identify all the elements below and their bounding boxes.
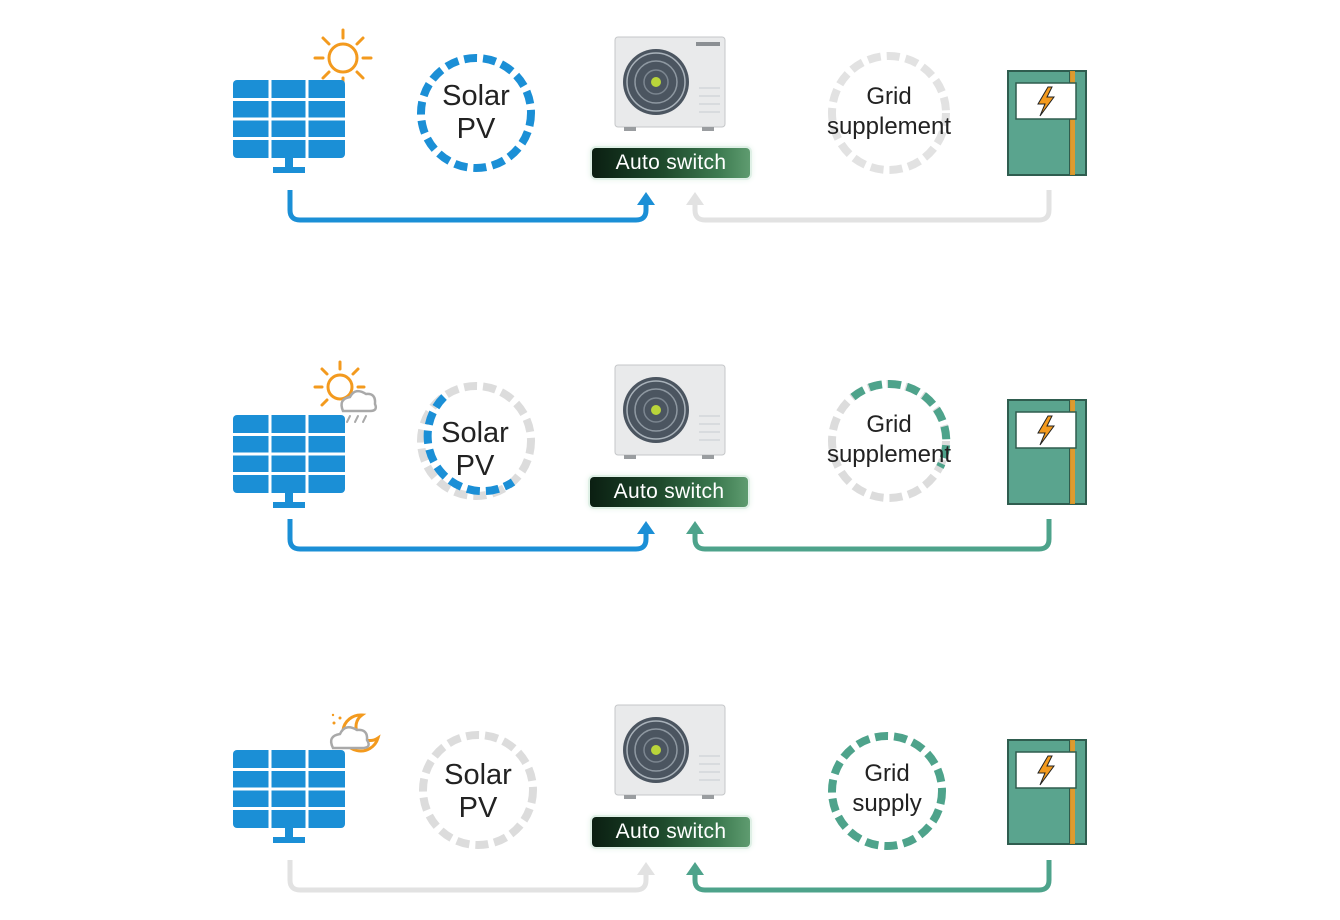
solar-label-line1: Solar [441, 417, 509, 449]
grid-flow-arrow [686, 862, 704, 875]
grid-label-line2: supplement [826, 441, 952, 468]
grid-label-line1: Grid [866, 83, 912, 110]
grid-flow-arrow [686, 521, 704, 534]
grid-label-line2: supplement [826, 113, 952, 140]
heat-pump-unit [614, 704, 726, 799]
solar-pv-ring-track [417, 382, 535, 500]
solar-pv-label: Solar PV [411, 80, 541, 146]
heat-pump-unit [614, 36, 726, 131]
grid-flow-line [692, 860, 1052, 893]
solar-flow-arrow [637, 862, 655, 875]
grid-flow-line [692, 190, 1052, 223]
solar-flow-arrow [637, 192, 655, 205]
solar-label-line1: Solar [442, 80, 510, 112]
solar-panel-icon [231, 78, 347, 175]
mode-row-cloudy: Solar PV Grid supplement Auto switch [0, 329, 1340, 589]
heat-pump-unit [614, 364, 726, 459]
row-graphics [231, 28, 1087, 223]
grid-label-line1: Grid [864, 760, 910, 787]
solar-label-line2: PV [456, 113, 496, 145]
mode-row-night: Solar PV Grid supply Auto switch [0, 660, 1340, 920]
solar-label-line1: Solar [444, 759, 512, 791]
solar-pv-ring [417, 54, 535, 172]
solar-label-line2: PV [458, 792, 498, 824]
solar-panel-icon [231, 413, 347, 510]
row-graphics [231, 360, 1087, 552]
sun-cloud-rain-icon [313, 360, 378, 423]
grid-ring [828, 52, 950, 174]
grid-label-line1: Grid [866, 411, 912, 438]
grid-cabinet-icon [1007, 70, 1087, 176]
solar-panel-icon [231, 748, 347, 845]
solar-flow-line [287, 519, 649, 552]
auto-switch-badge: Auto switch [590, 477, 748, 507]
solar-pv-ring-active [423, 394, 516, 496]
grid-cabinet-icon [1007, 399, 1087, 505]
mode-row-sunny: Solar PV Grid supplement Auto switch [0, 0, 1340, 260]
auto-switch-badge: Auto switch [592, 148, 750, 178]
grid-label: Grid supply [822, 759, 952, 819]
row-graphics [231, 713, 1087, 893]
grid-ring [828, 732, 946, 850]
solar-label-line2: PV [455, 450, 495, 482]
grid-ring-active [850, 379, 951, 469]
solar-flow-line [287, 860, 649, 893]
grid-label-line2: supply [852, 790, 922, 817]
moon-cloud-icon [329, 713, 381, 753]
grid-cabinet-icon [1007, 739, 1087, 845]
grid-label: Grid supplement [824, 82, 954, 142]
solar-flow-line [287, 190, 649, 223]
solar-pv-label: Solar PV [410, 417, 540, 483]
sun-icon [313, 28, 373, 88]
solar-pv-ring [419, 731, 537, 849]
solar-pv-label: Solar PV [413, 759, 543, 825]
grid-flow-arrow [686, 192, 704, 205]
solar-flow-arrow [637, 521, 655, 534]
auto-switch-badge: Auto switch [592, 817, 750, 847]
grid-label: Grid supplement [824, 410, 954, 470]
grid-flow-line [692, 519, 1052, 552]
